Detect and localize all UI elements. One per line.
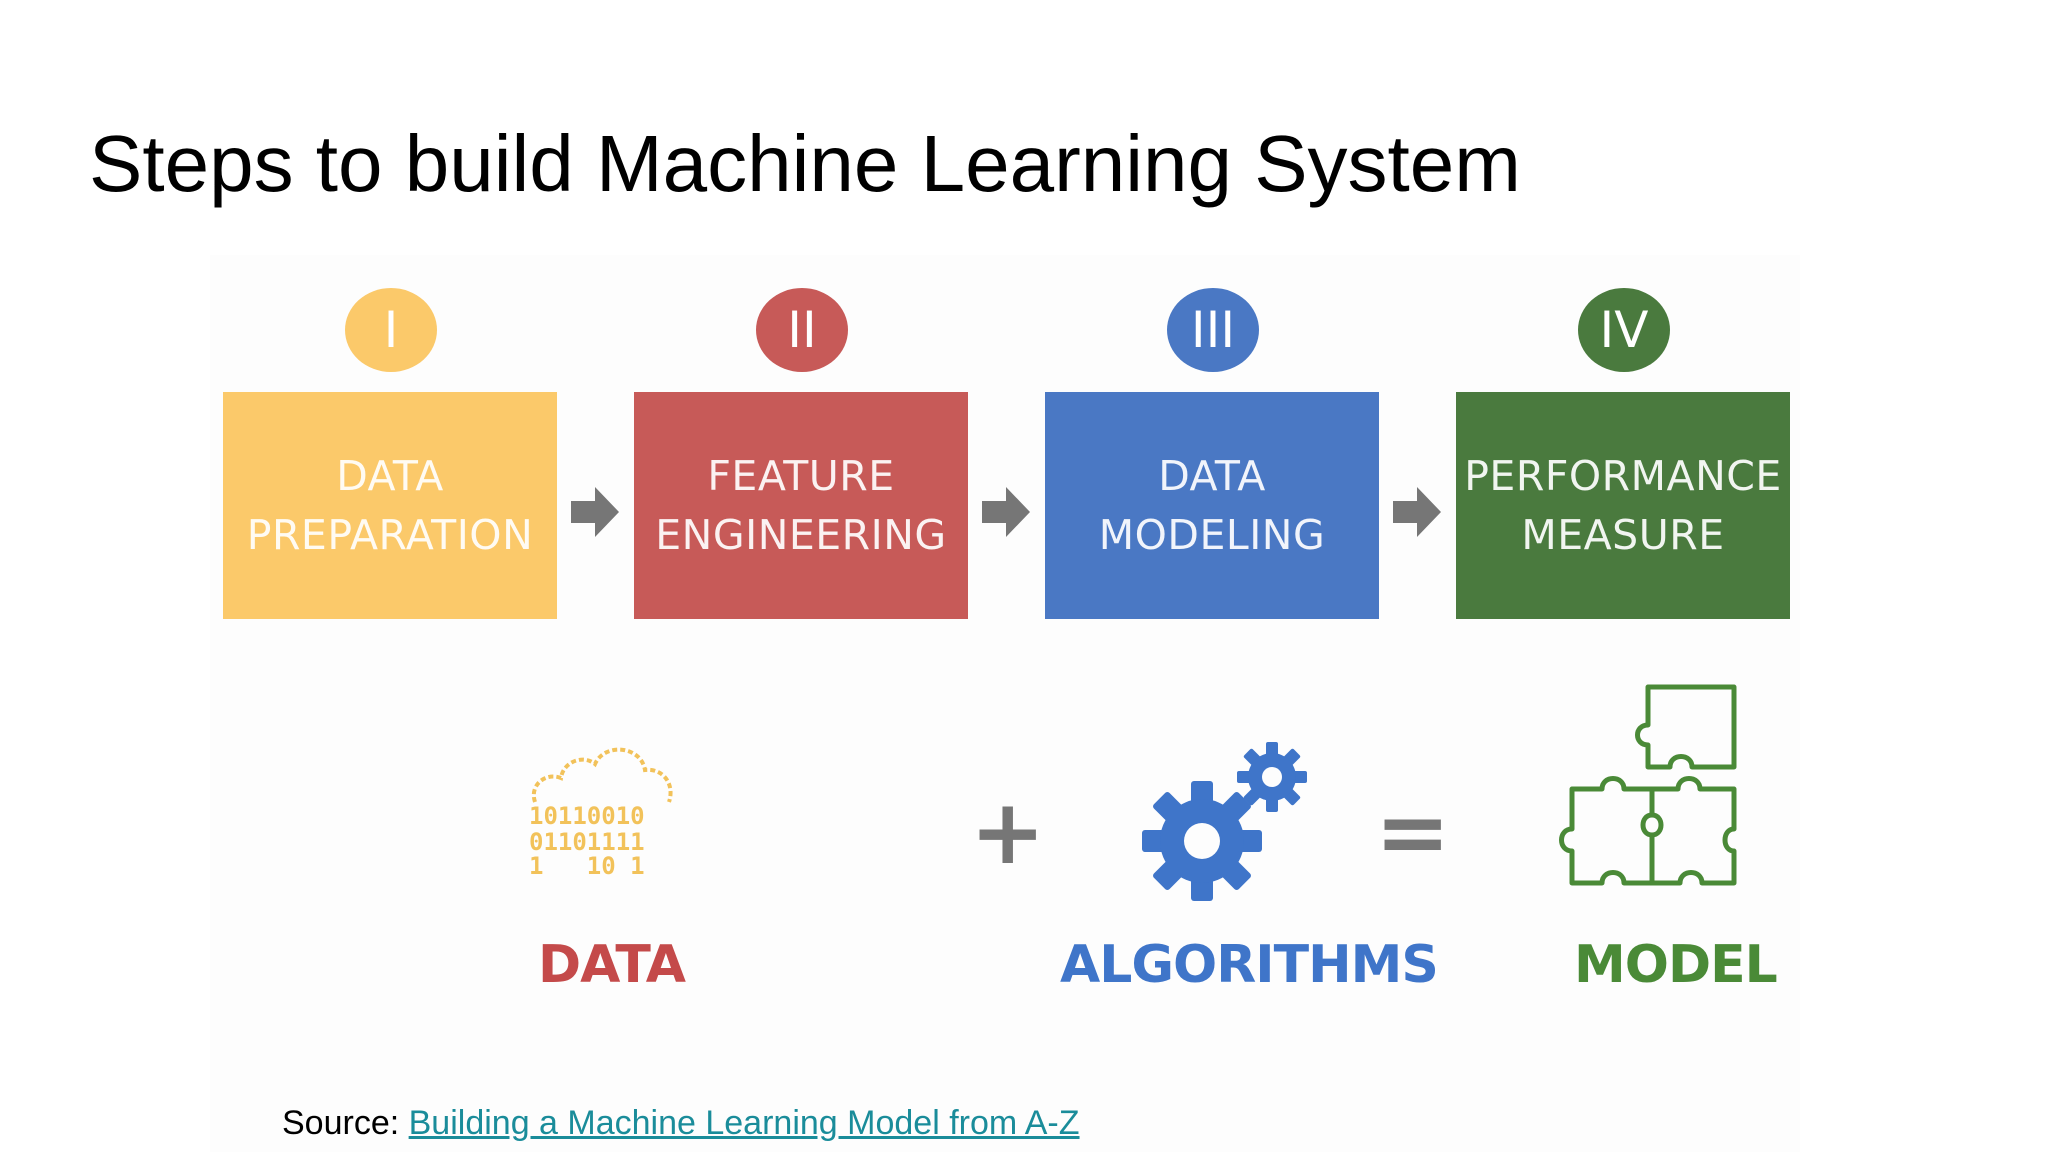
algorithms-label: ALGORITHMS (1060, 935, 1439, 995)
slide-title: Steps to build Machine Learning System (89, 119, 1521, 208)
step-data-preparation: DATA PREPARATION (223, 392, 557, 619)
plus-operator: + (970, 780, 1046, 885)
step-2-badge: II (756, 288, 848, 372)
arrow-right-icon (1393, 487, 1441, 537)
step-1-line2: PREPARATION (246, 510, 534, 559)
source-link[interactable]: Building a Machine Learning Model from A… (408, 1104, 1080, 1142)
step-feature-engineering: FEATURE ENGINEERING (634, 392, 968, 619)
step-2-line1: FEATURE (707, 451, 895, 500)
step-performance-measure: PERFORMANCE MEASURE (1456, 392, 1790, 619)
source-prefix: Source: (282, 1104, 409, 1142)
puzzle-icon (1559, 684, 1737, 886)
equals-operator: = (1375, 780, 1451, 885)
source-citation: Source: Building a Machine Learning Mode… (282, 1104, 1080, 1143)
step-3-line1: DATA (1158, 451, 1266, 500)
step-3-line2: MODELING (1098, 510, 1326, 559)
binary-row-2: 01101111 (529, 828, 645, 856)
model-label: MODEL (1574, 935, 1778, 995)
step-4-badge: IV (1578, 288, 1670, 372)
step-1-badge: I (345, 288, 437, 372)
step-data-modeling: DATA MODELING (1045, 392, 1379, 619)
binary-row-3: 1 10 1 (529, 852, 645, 880)
step-2-line2: ENGINEERING (655, 510, 947, 559)
cloud-data-icon: 10110010 01101111 1 10 1 (529, 747, 673, 880)
gears-icon (1142, 742, 1307, 901)
arrow-right-icon (571, 487, 619, 537)
step-3-badge: III (1167, 288, 1259, 372)
arrow-right-icon (982, 487, 1030, 537)
step-1-line1: DATA (336, 451, 444, 500)
step-4-line1: PERFORMANCE (1464, 451, 1782, 500)
step-4-line2: MEASURE (1521, 510, 1725, 559)
binary-row-1: 10110010 (529, 802, 645, 830)
data-label: DATA (538, 935, 686, 995)
